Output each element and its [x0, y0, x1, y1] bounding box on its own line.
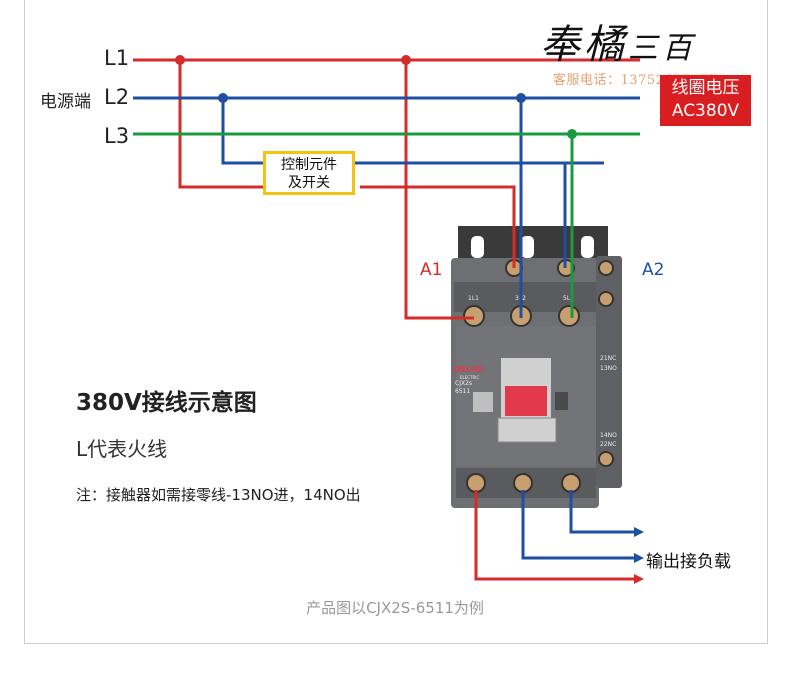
product-caption: 产品图以CJX2S-6511为例 — [306, 599, 484, 617]
output-arrow-blue-2 — [634, 527, 644, 537]
label-l3: L3 — [104, 124, 130, 148]
terminal-2t1 — [466, 473, 486, 493]
model-text: CJX2s — [455, 380, 472, 387]
brand-sub-text: ELECTRIC — [460, 375, 479, 380]
supply-side-label: 电源端 — [40, 92, 91, 112]
terminal-5l3 — [558, 305, 580, 327]
logo-tail: 三百 — [628, 31, 696, 66]
brand-logo-text: DELIXI — [454, 365, 483, 374]
aux-label-21nc: 21NC — [600, 355, 616, 362]
output-arrow-red — [634, 574, 644, 584]
diagram-subtitle: L代表火线 — [76, 437, 168, 461]
output-arrow-blue-1 — [634, 553, 644, 563]
terminal-label-5l3: 5L3 — [563, 295, 574, 302]
coil-badge-line2: AC380V — [671, 101, 740, 121]
coil-voltage-badge: 线圈电压 AC380V — [660, 75, 751, 126]
output-arrows — [634, 527, 644, 584]
aux-label-14no: 14NO — [600, 432, 617, 439]
coil-terminal-a1-label: A1 — [420, 260, 443, 280]
coil-terminal-a2-label: A2 — [642, 260, 665, 280]
diagram-frame — [24, 0, 768, 644]
terminal-1l1 — [463, 305, 485, 327]
aux-label-13no: 13NO — [600, 365, 617, 372]
neutral-wiring-note: 注：接触器如需接零线-13NO进，14NO出 — [76, 486, 361, 504]
terminal-6t3 — [561, 473, 581, 493]
terminal-label-1l1: 1L1 — [468, 295, 479, 302]
wire-l3 — [133, 132, 640, 318]
terminal-aux-top2 — [598, 260, 614, 276]
contactor-body — [451, 256, 622, 508]
control-switch-box: 控制元件 及开关 — [263, 151, 355, 195]
label-l2: L2 — [104, 85, 130, 109]
control-box-line1: 控制元件 — [281, 157, 337, 173]
diagram-title: 380V接线示意图 — [76, 390, 257, 416]
brand-logo: 奉橘三百 — [540, 12, 696, 70]
logo-main: 奉橘 — [540, 22, 628, 68]
aux-label-22nc: 22NC — [600, 441, 616, 448]
output-load-label: 输出接负载 — [646, 552, 731, 572]
label-l1: L1 — [104, 46, 130, 70]
junction-dots — [175, 55, 577, 139]
terminal-4t2 — [513, 473, 533, 493]
terminal-screws — [463, 259, 614, 493]
model-no-text: 6511 — [455, 388, 470, 395]
wire-l1 — [133, 58, 640, 581]
terminal-aux-bottom — [598, 451, 614, 467]
coil-badge-line1: 线圈电压 — [671, 78, 740, 98]
terminal-aux-top — [598, 291, 614, 307]
control-box-line2: 及开关 — [288, 175, 330, 191]
mounting-bracket — [458, 226, 608, 260]
